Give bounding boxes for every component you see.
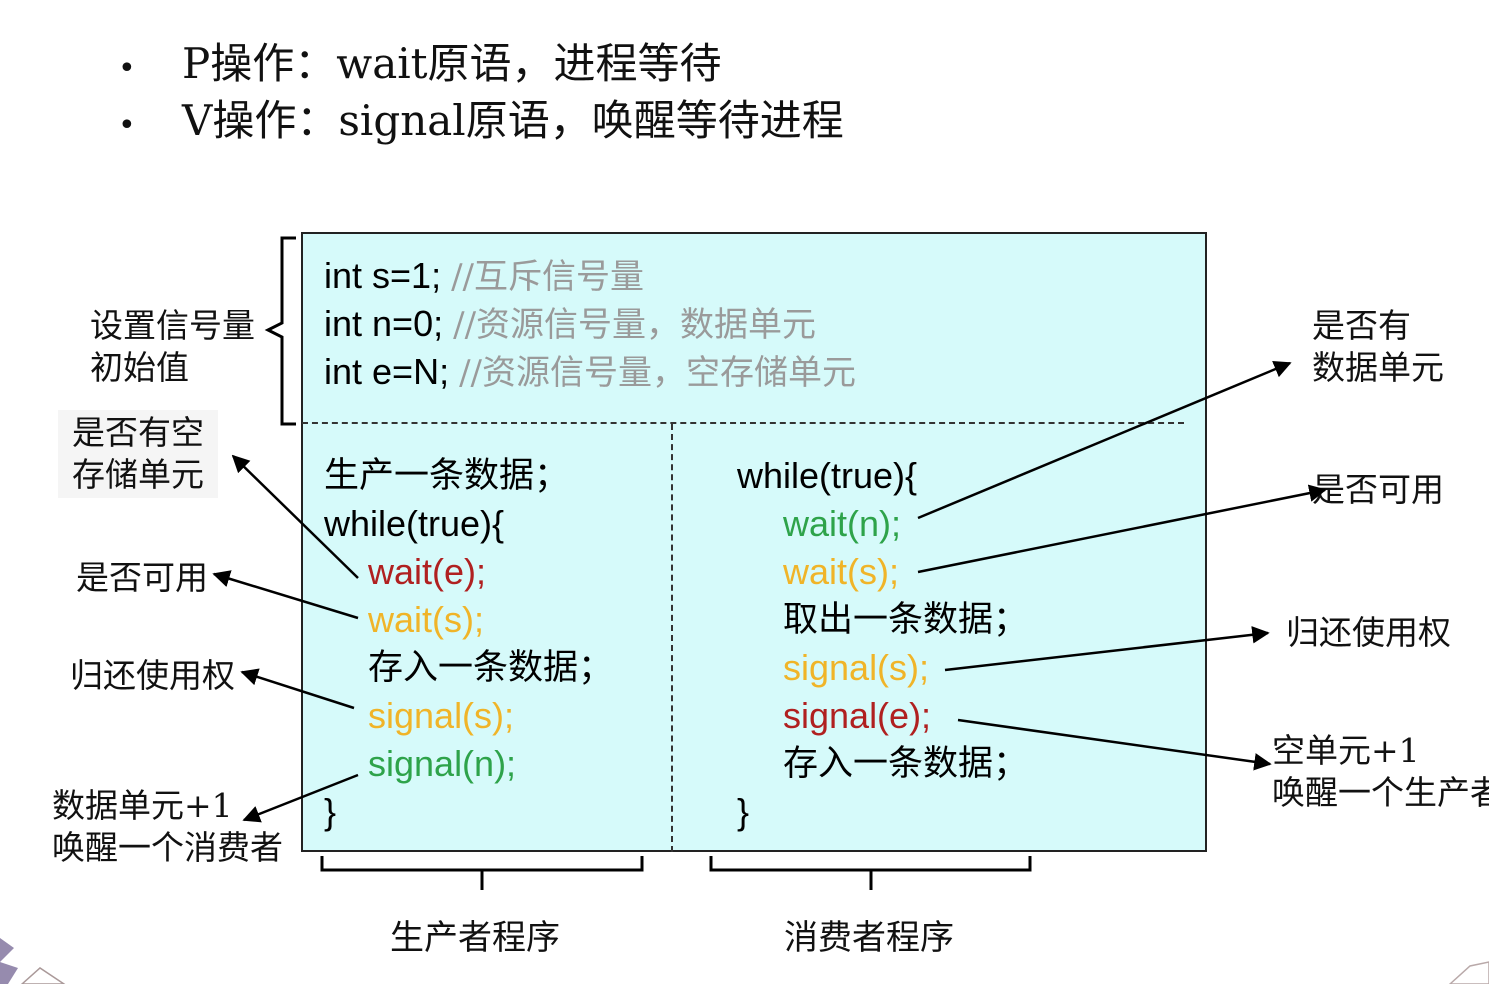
init-brace <box>264 236 296 426</box>
init-comment: //资源信号量，数据单元 <box>453 305 817 345</box>
label-line: 空单元+1 <box>1272 731 1420 770</box>
init-code-text: int s=1; <box>324 255 442 296</box>
producer-line: signal(n); <box>368 743 517 784</box>
bullet-item: • P操作：wait原语，进程等待 <box>118 38 844 95</box>
label-left-available: 是否可用 <box>76 558 208 597</box>
arrow-signal-e <box>957 718 1272 771</box>
init-comment: //互斥信号量 <box>451 257 645 297</box>
init-line: int s=1; //互斥信号量 <box>324 252 856 300</box>
label-line: 存储单元 <box>72 455 204 494</box>
producer-line: signal(s); <box>368 695 515 736</box>
producer-line: } <box>324 791 337 832</box>
label-has-data: 是否有 数据单元 <box>1312 305 1444 389</box>
label-data-plus: 数据单元+1 唤醒一个消费者 <box>52 785 283 869</box>
corner-decoration-left-grid <box>20 967 66 984</box>
bullet-dot: • <box>118 108 136 143</box>
consumer-brace <box>709 856 1032 890</box>
consumer-caption: 消费者程序 <box>784 918 954 958</box>
producer-line: 生产一条数据； <box>324 456 570 496</box>
label-line: 是否有 <box>1312 306 1411 345</box>
producer-line: wait(e); <box>368 551 487 592</box>
consumer-line: 取出一条数据； <box>783 600 1029 640</box>
producer-brace <box>320 856 644 890</box>
label-right-return: 归还使用权 <box>1286 613 1451 652</box>
label-line: 唤醒一个生产者 <box>1272 773 1489 812</box>
init-code: int s=1; //互斥信号量 int n=0; //资源信号量，数据单元 i… <box>324 252 856 396</box>
bullet-dot: • <box>118 51 136 86</box>
producer-line: while(true){ <box>324 503 505 544</box>
bullet-list: • P操作：wait原语，进程等待 • V操作：signal原语，唤醒等待进程 <box>118 38 844 152</box>
label-line: 数据单元+1 <box>52 786 233 825</box>
arrow-signal-s-left <box>240 668 355 710</box>
horizontal-divider <box>302 422 1184 424</box>
consumer-line: signal(s); <box>783 647 930 688</box>
bullet-item: • V操作：signal原语，唤醒等待进程 <box>118 95 844 152</box>
corner-decoration-left <box>0 938 18 984</box>
label-left-return: 归还使用权 <box>70 656 235 695</box>
vertical-divider <box>671 424 673 852</box>
label-empty-plus: 空单元+1 唤醒一个生产者 <box>1272 730 1489 814</box>
corner-decoration-right <box>1448 961 1489 984</box>
consumer-line: wait(n); <box>783 503 902 544</box>
init-line: int n=0; //资源信号量，数据单元 <box>324 300 856 348</box>
consumer-line: } <box>737 791 750 832</box>
consumer-code: while(true){ wait(n); wait(s); 取出一条数据； s… <box>737 452 1028 836</box>
label-line: 唤醒一个消费者 <box>52 828 283 867</box>
label-line: 数据单元 <box>1312 348 1444 387</box>
label-line: 设置信号量 <box>90 306 255 345</box>
producer-line: wait(s); <box>368 599 484 640</box>
consumer-line: signal(e); <box>783 695 932 736</box>
label-right-available: 是否可用 <box>1312 470 1444 509</box>
label-line: 是否有空 <box>72 413 204 452</box>
init-comment: //资源信号量，空存储单元 <box>459 353 857 393</box>
consumer-line: while(true){ <box>737 455 918 496</box>
consumer-line: 存入一条数据； <box>783 744 1029 784</box>
consumer-line: wait(s); <box>783 551 899 592</box>
label-empty-slot: 是否有空 存储单元 <box>58 410 218 498</box>
arrow-wait-s-right <box>917 484 1327 574</box>
arrow-wait-e <box>231 454 359 579</box>
semaphore-box <box>301 232 1207 852</box>
arrow-wait-n <box>917 360 1292 520</box>
bullet-text: P操作：wait原语，进程等待 <box>182 39 722 88</box>
arrow-wait-s-left <box>212 570 359 620</box>
producer-caption: 生产者程序 <box>390 918 560 958</box>
bullet-text: V操作：signal原语，唤醒等待进程 <box>182 96 844 145</box>
arrow-signal-n <box>242 773 359 823</box>
init-code-text: int n=0; <box>324 303 444 344</box>
producer-code: 生产一条数据； while(true){ wait(e); wait(s); 存… <box>324 452 613 836</box>
arrow-signal-s-right <box>944 626 1270 672</box>
label-line: 初始值 <box>90 348 189 387</box>
init-code-text: int e=N; <box>324 351 450 392</box>
label-init-value: 设置信号量 初始值 <box>90 305 255 389</box>
init-line: int e=N; //资源信号量，空存储单元 <box>324 348 856 396</box>
producer-line: 存入一条数据； <box>368 648 614 688</box>
